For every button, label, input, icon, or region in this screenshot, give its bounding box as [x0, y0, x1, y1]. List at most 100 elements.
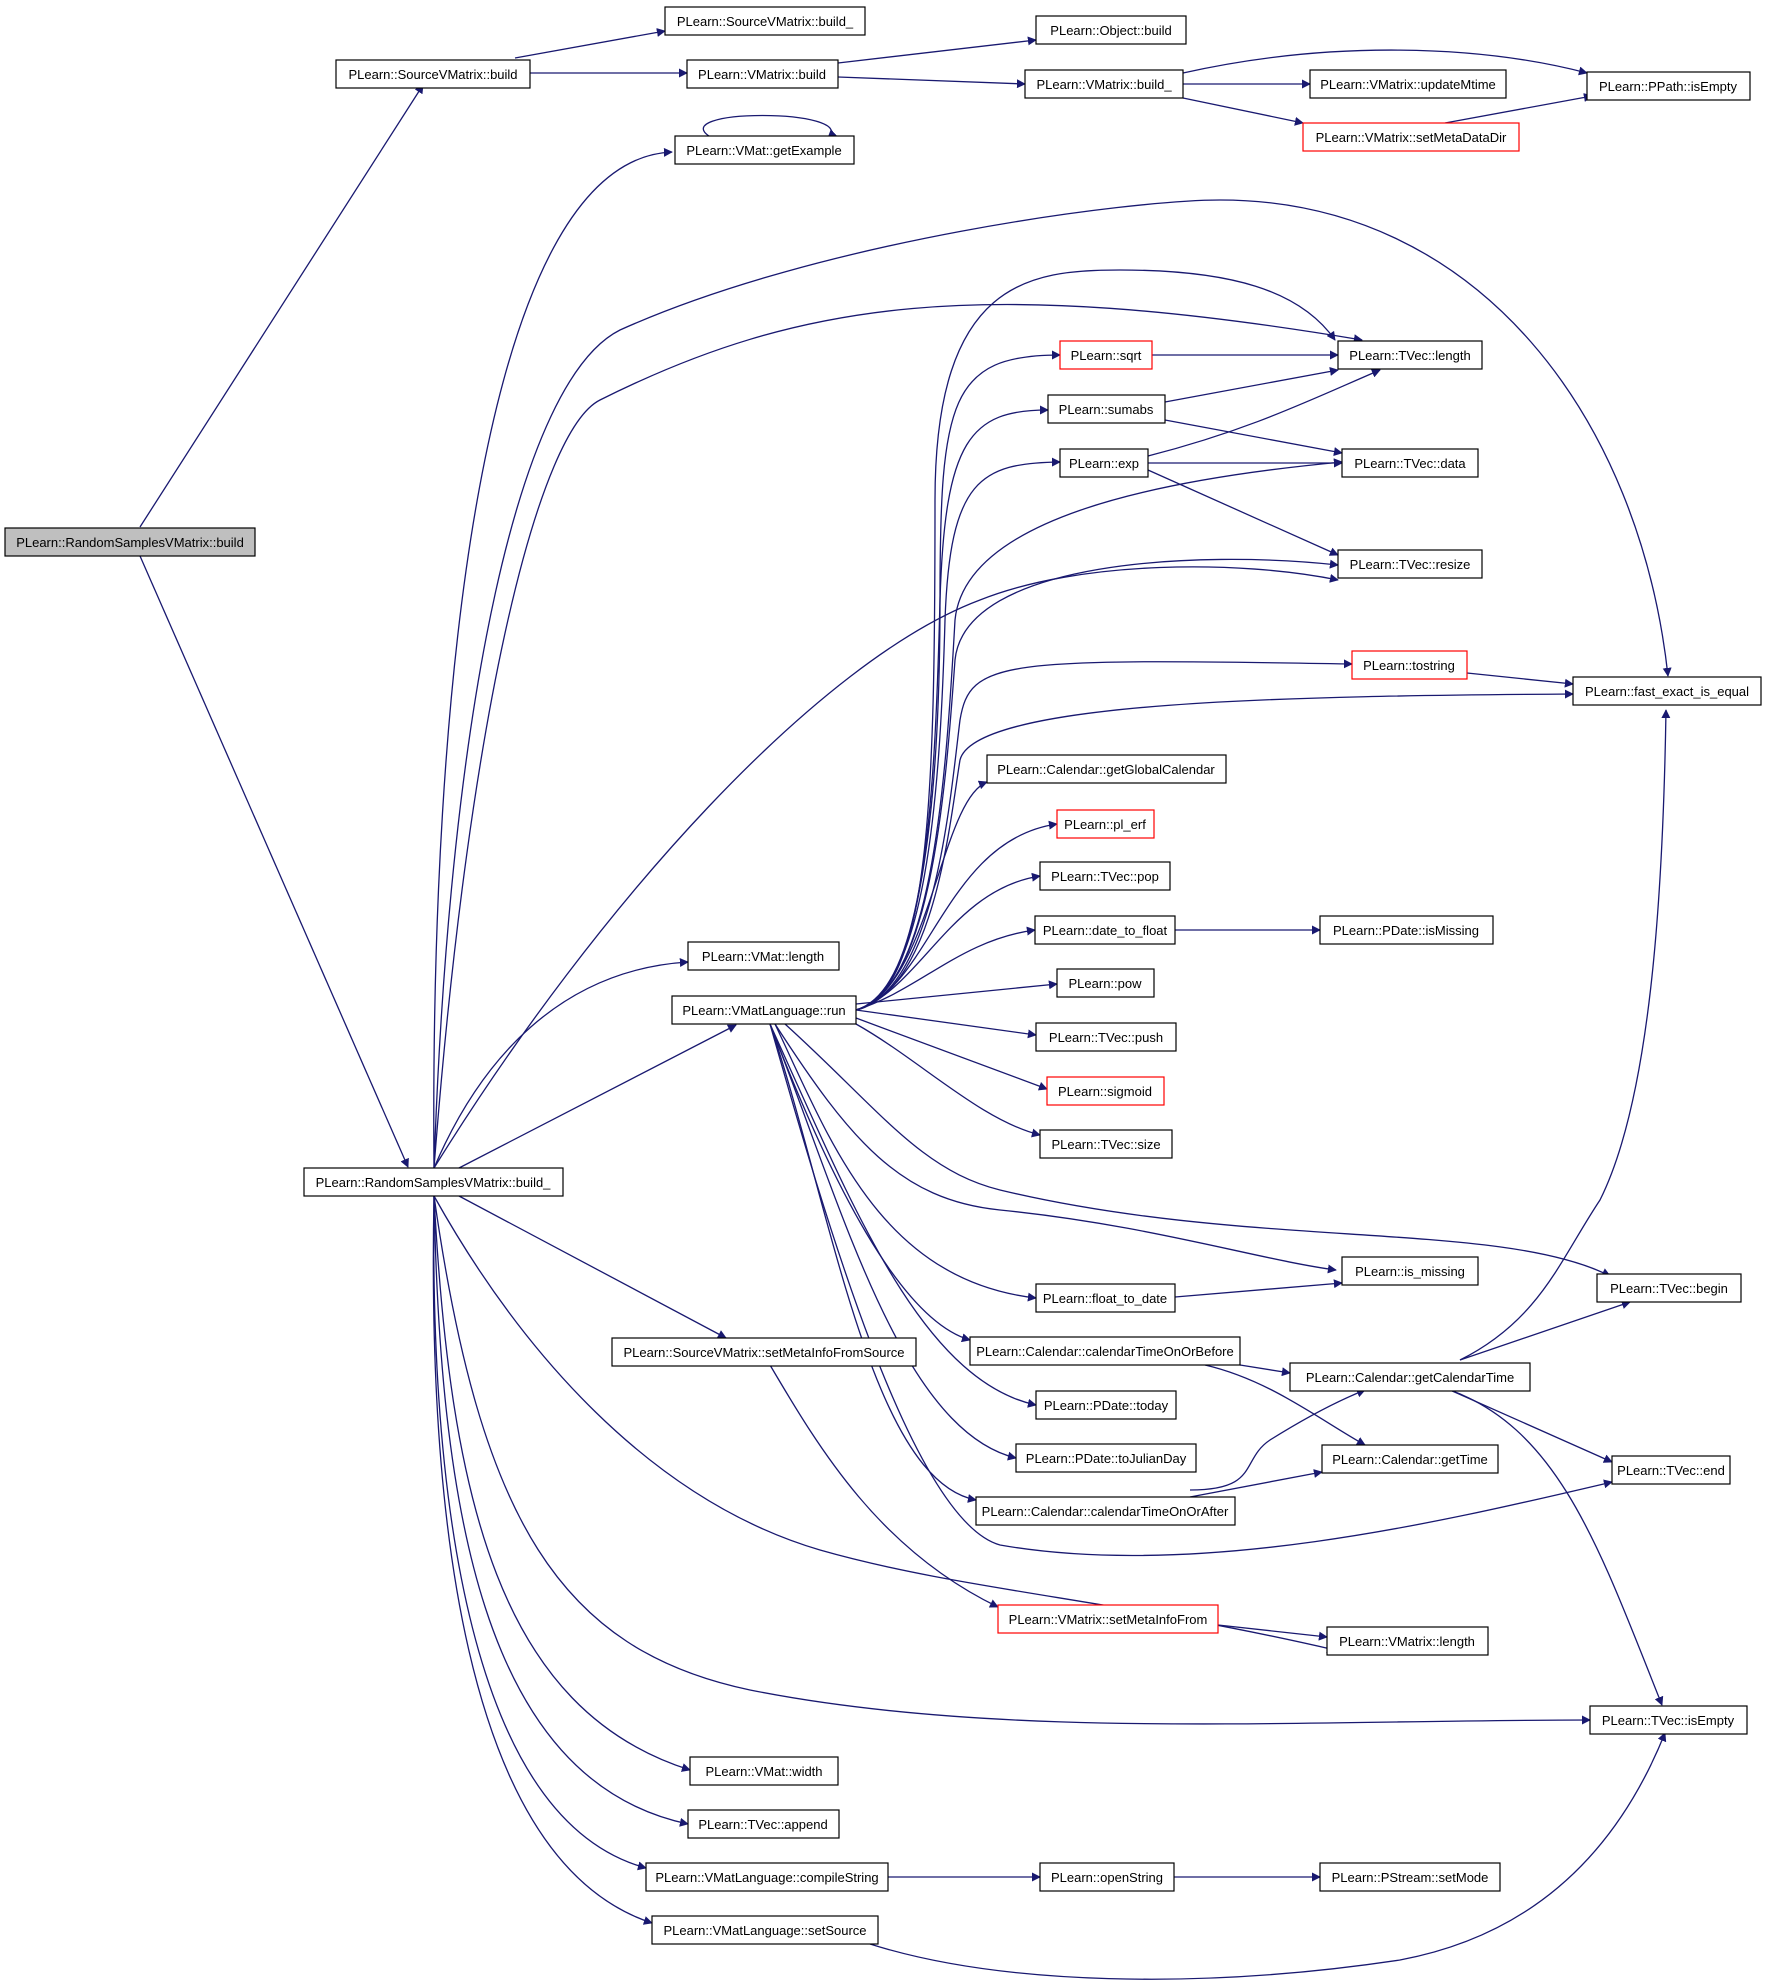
- node-label: PLearn::Calendar::getTime: [1332, 1452, 1488, 1467]
- node-is-missing[interactable]: PLearn::is_missing: [1341, 1256, 1479, 1286]
- edge-rsvm-vmatlength: [433, 958, 689, 1169]
- node-label: PLearn::PDate::today: [1044, 1398, 1169, 1413]
- node-tvec-isempty[interactable]: PLearn::TVec::isEmpty: [1589, 1705, 1748, 1735]
- node-label: PLearn::TVec::pop: [1051, 869, 1159, 884]
- edge-run-sqrt: [855, 350, 1061, 1011]
- node-label: PLearn::VMatrix::build_: [1036, 77, 1172, 92]
- node-pdate-today[interactable]: PLearn::PDate::today: [1035, 1390, 1177, 1420]
- node-exp[interactable]: PLearn::exp: [1059, 448, 1149, 478]
- call-edges: [139, 28, 1672, 1980]
- node-openstring[interactable]: PLearn::openString: [1039, 1862, 1175, 1892]
- node-tostring[interactable]: PLearn::tostring: [1351, 650, 1468, 680]
- node-label: PLearn::PDate::isMissing: [1333, 923, 1479, 938]
- node-vmatrix-updatemtime[interactable]: PLearn::VMatrix::updateMtime: [1309, 69, 1507, 99]
- node-object-build[interactable]: PLearn::Object::build: [1035, 15, 1187, 45]
- node-label: PLearn::VMatrix::setMetaInfoFrom: [1009, 1612, 1208, 1627]
- node-vmatrix-setmetadatadir[interactable]: PLearn::VMatrix::setMetaDataDir: [1302, 122, 1520, 152]
- edge-rsvm-tvecappend: [433, 1195, 689, 1827]
- edge-run-tvecbegin: [784, 1023, 1611, 1277]
- edge-getcalendartime-fastexact: [1459, 709, 1671, 1361]
- node-sqrt[interactable]: PLearn::sqrt: [1059, 340, 1153, 370]
- node-tvec-append[interactable]: PLearn::TVec::append: [687, 1809, 840, 1839]
- node-float-to-date[interactable]: PLearn::float_to_date: [1035, 1283, 1176, 1313]
- node-tvec-begin[interactable]: PLearn::TVec::begin: [1596, 1273, 1742, 1303]
- node-tvec-push[interactable]: PLearn::TVec::push: [1035, 1022, 1177, 1052]
- node-label: PLearn::RandomSamplesVMatrix::build_: [316, 1175, 552, 1190]
- node-label: PLearn::sqrt: [1071, 348, 1142, 363]
- node-label: PLearn::SourceVMatrix::setMetaInfoFromSo…: [623, 1345, 904, 1360]
- edge-run-pdatetoday: [769, 1023, 1037, 1408]
- node-randomsamplesvmatrix-build[interactable]: PLearn::RandomSamplesVMatrix::build: [4, 527, 256, 557]
- node-label: PLearn::VMatLanguage::compileString: [655, 1870, 878, 1885]
- node-tvec-end[interactable]: PLearn::TVec::end: [1611, 1455, 1731, 1485]
- node-calendar-getcalendartime[interactable]: PLearn::Calendar::getCalendarTime: [1289, 1362, 1531, 1392]
- node-tvec-resize[interactable]: PLearn::TVec::resize: [1337, 549, 1483, 579]
- node-sourcevmatrix-build[interactable]: PLearn::SourceVMatrix::build: [335, 59, 531, 89]
- node-calendar-gettime[interactable]: PLearn::Calendar::getTime: [1321, 1444, 1499, 1474]
- node-tvec-pop[interactable]: PLearn::TVec::pop: [1039, 861, 1171, 891]
- node-sourcevmatrix-setmetainfofromsource[interactable]: PLearn::SourceVMatrix::setMetaInfoFromSo…: [611, 1337, 917, 1367]
- node-label: PLearn::TVec::isEmpty: [1602, 1713, 1735, 1728]
- edge-run-plerf: [855, 820, 1058, 1011]
- edge-rsvm-setsource: [432, 1195, 653, 1925]
- edge-run-caltimeonorbefore: [769, 1023, 971, 1343]
- edge-run-tvecresize: [855, 558, 1339, 1011]
- node-label: PLearn::TVec::size: [1051, 1137, 1160, 1152]
- node-vmat-getexample[interactable]: PLearn::VMat::getExample: [674, 135, 855, 165]
- node-label: PLearn::TVec::push: [1049, 1030, 1163, 1045]
- node-label: PLearn::Object::build: [1050, 23, 1171, 38]
- node-randomsamplesvmatrix-build-underscore[interactable]: PLearn::RandomSamplesVMatrix::build_: [303, 1167, 564, 1197]
- node-label: PLearn::VMatrix::length: [1339, 1634, 1475, 1649]
- node-label: PLearn::TVec::append: [698, 1817, 827, 1832]
- node-date-to-float[interactable]: PLearn::date_to_float: [1034, 915, 1176, 945]
- node-vmatrix-build-underscore[interactable]: PLearn::VMatrix::build_: [1024, 69, 1184, 99]
- node-pstream-setmode[interactable]: PLearn::PStream::setMode: [1319, 1862, 1501, 1892]
- node-pow[interactable]: PLearn::pow: [1056, 968, 1155, 998]
- node-vmatrix-length[interactable]: PLearn::VMatrix::length: [1326, 1626, 1489, 1656]
- node-label: PLearn::Calendar::getCalendarTime: [1306, 1370, 1514, 1385]
- edge-rsvm-fastexact: [433, 199, 1672, 1169]
- edge-vmbuild_-ppathisempty: [1182, 49, 1588, 76]
- node-calendar-getglobalcalendar[interactable]: PLearn::Calendar::getGlobalCalendar: [986, 754, 1227, 784]
- node-vmatlanguage-setsource[interactable]: PLearn::VMatLanguage::setSource: [651, 1915, 879, 1945]
- node-label: PLearn::Calendar::getGlobalCalendar: [997, 762, 1215, 777]
- node-label: PLearn::Calendar::calendarTimeOnOrAfter: [982, 1504, 1229, 1519]
- node-vmat-width[interactable]: PLearn::VMat::width: [689, 1756, 839, 1786]
- edge-setmetainfofromsource-setmetainfofrom: [769, 1364, 999, 1608]
- node-vmatlanguage-run[interactable]: PLearn::VMatLanguage::run: [671, 995, 857, 1025]
- node-calendar-calendartimeonorbefore[interactable]: PLearn::Calendar::calendarTimeOnOrBefore: [969, 1336, 1241, 1366]
- node-ppath-isempty[interactable]: PLearn::PPath::isEmpty: [1586, 71, 1751, 101]
- node-label: PLearn::TVec::resize: [1350, 557, 1471, 572]
- edge-rsvm-vmatrixlength: [433, 1195, 1336, 1653]
- edge-rsvm-tvecisempty: [433, 1195, 1591, 1725]
- node-pdate-tojulianday[interactable]: PLearn::PDate::toJulianDay: [1015, 1443, 1197, 1473]
- node-vmat-length[interactable]: PLearn::VMat::length: [687, 941, 840, 971]
- edge-after-gettime: [1189, 1469, 1323, 1498]
- node-sumabs[interactable]: PLearn::sumabs: [1047, 394, 1166, 424]
- node-tvec-data[interactable]: PLearn::TVec::data: [1341, 448, 1479, 478]
- edge-run-floattodate: [774, 1023, 1037, 1302]
- node-label: PLearn::VMat::length: [702, 949, 824, 964]
- edge-setsource-tvecisempty: [869, 1732, 1667, 1980]
- edge-svmbuild-svmbuild_: [514, 28, 666, 59]
- edge-run-tvecend: [769, 1023, 1613, 1557]
- node-vmatlanguage-compilestring[interactable]: PLearn::VMatLanguage::compileString: [645, 1862, 889, 1892]
- edge-setmetadatadir-ppathisempty: [1444, 93, 1593, 124]
- node-sigmoid[interactable]: PLearn::sigmoid: [1046, 1076, 1165, 1106]
- node-pdate-ismissing[interactable]: PLearn::PDate::isMissing: [1319, 915, 1494, 945]
- edge-after-getcalendartime: [1189, 1388, 1366, 1491]
- node-sourcevmatrix-build-underscore[interactable]: PLearn::SourceVMatrix::build_: [664, 6, 866, 36]
- node-fast-exact-is-equal[interactable]: PLearn::fast_exact_is_equal: [1572, 676, 1762, 706]
- edge-run-tostring: [855, 659, 1353, 1011]
- node-tvec-size[interactable]: PLearn::TVec::size: [1039, 1129, 1173, 1159]
- node-vmatrix-build[interactable]: PLearn::VMatrix::build: [686, 59, 839, 89]
- edge-root-rsvm-build: [139, 555, 409, 1168]
- node-calendar-calendartimeonorafter[interactable]: PLearn::Calendar::calendarTimeOnOrAfter: [975, 1496, 1236, 1526]
- node-vmatrix-setmetainfofrom[interactable]: PLearn::VMatrix::setMetaInfoFrom: [997, 1604, 1219, 1634]
- node-label: PLearn::VMatrix::build: [698, 67, 826, 82]
- node-label: PLearn::TVec::begin: [1610, 1281, 1728, 1296]
- node-label: PLearn::fast_exact_is_equal: [1585, 684, 1749, 699]
- node-pl-erf[interactable]: PLearn::pl_erf: [1056, 809, 1155, 839]
- node-tvec-length[interactable]: PLearn::TVec::length: [1337, 340, 1483, 370]
